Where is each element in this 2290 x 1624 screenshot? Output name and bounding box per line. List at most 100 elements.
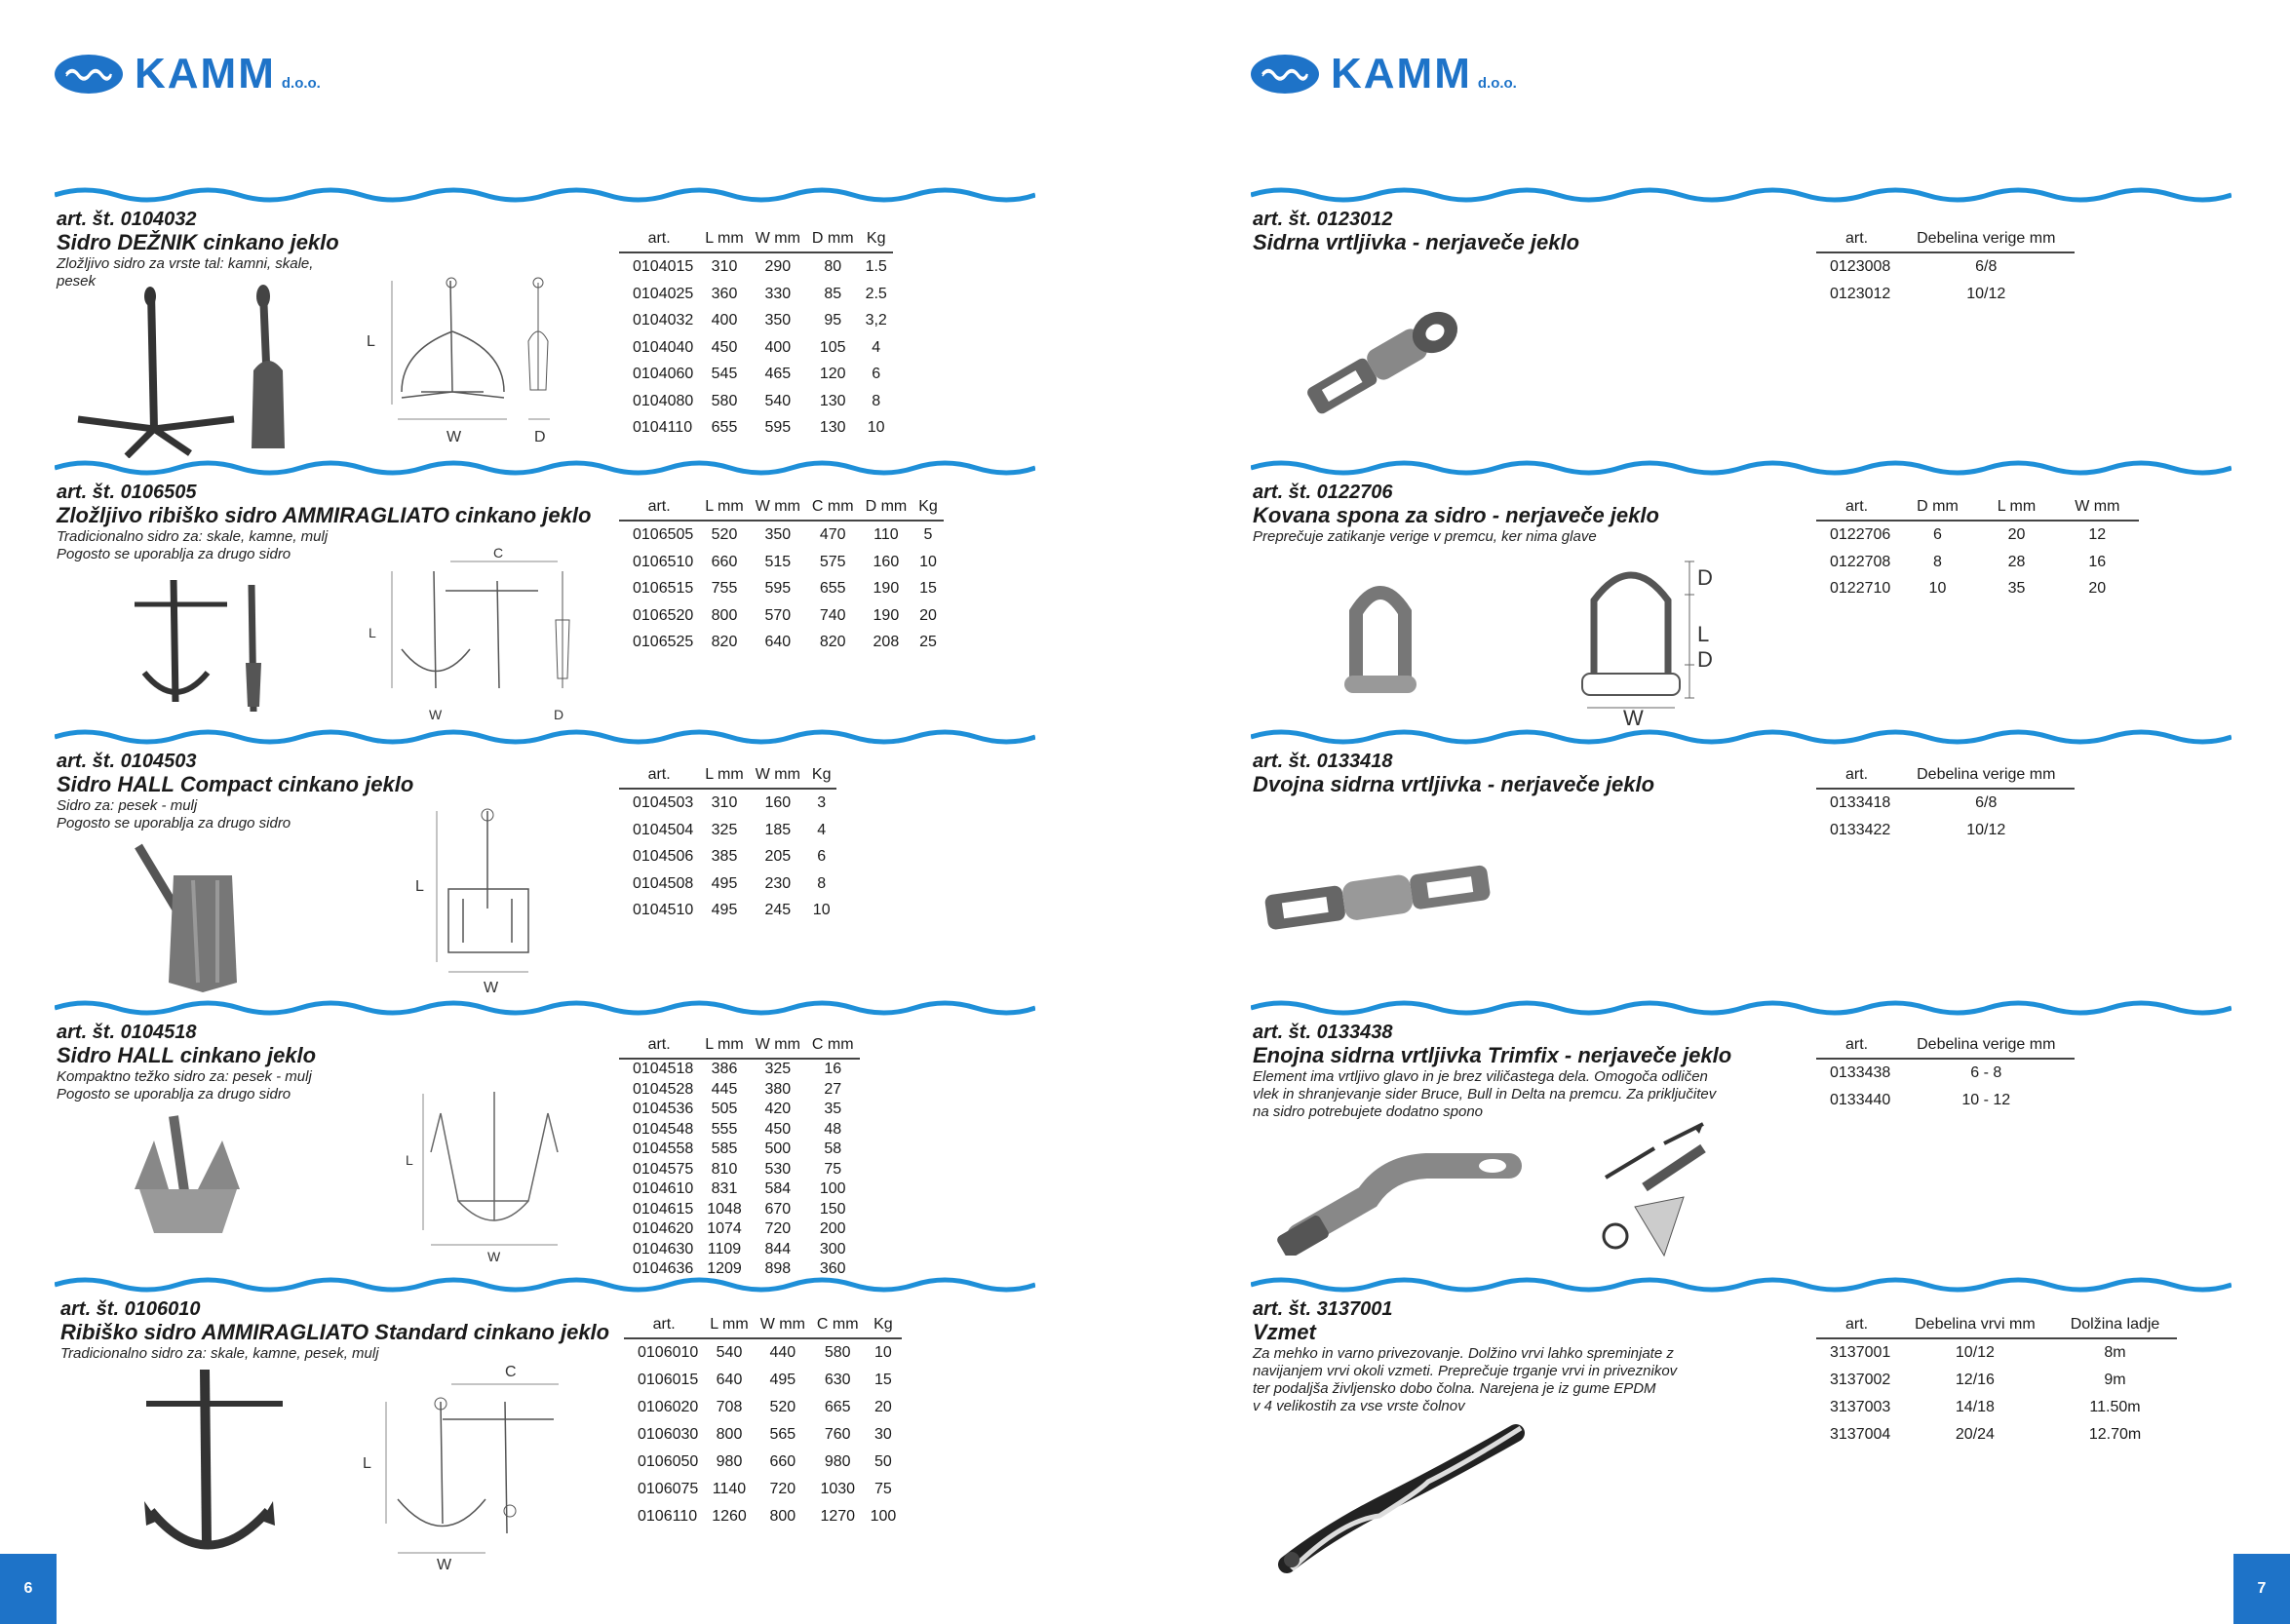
col-header: L mm	[699, 230, 750, 253]
product-0104518: art. št. 0104518 Sidro HALL cinkano jekl…	[57, 1022, 316, 1103]
svg-text:D: D	[1697, 647, 1713, 672]
section-divider-wave	[55, 1000, 1035, 1016]
product-description: ter podaljša življensko dobo čolna. Nare…	[1253, 1380, 1656, 1397]
col-header: art.	[619, 230, 700, 253]
spec-table-3137001: art. Debelina vrvi mm Dolžina ladje 3137…	[1816, 1316, 2178, 1449]
col-header: Kg	[859, 230, 893, 253]
product-0104503: art. št. 0104503 Sidro HALL Compact cink…	[57, 751, 413, 832]
brand-name: KAMM	[1331, 50, 1472, 97]
section-divider-wave	[1251, 187, 2232, 203]
trimfix-swivel-photo	[1277, 1153, 1522, 1256]
svg-text:W: W	[1623, 706, 1644, 727]
anchor-swivel-photo	[1307, 311, 1458, 414]
folding-admiralty-anchor-drawing: C L W D	[369, 545, 570, 722]
umbrella-anchor-photo	[77, 285, 285, 458]
section-divider-wave	[1251, 1277, 2232, 1293]
right-page: KAMM d.o.o. art. št. 0123012 Sidrna vrtl…	[1145, 0, 2290, 1624]
dim-D: D	[534, 429, 546, 445]
trimfix-usage-diagram	[1602, 1122, 1706, 1257]
product-0106505: art. št. 0106505 Zložljivo ribiško sidro…	[57, 482, 591, 563]
logo-rope-icon	[1251, 55, 1319, 94]
hall-anchor-photo	[135, 1115, 240, 1233]
hall-anchor-drawing: L W	[406, 1092, 559, 1264]
product-description: Kompaktno težko sidro za: pesek - mulj	[57, 1068, 312, 1085]
article-number: art. št. 0122706	[1253, 482, 1393, 503]
svg-text:W: W	[437, 1557, 452, 1572]
product-0122706: art. št. 0122706 Kovana spona za sidro -…	[1253, 482, 1659, 546]
hall-compact-anchor-drawing: L W	[415, 808, 529, 996]
page-number-right: 7	[2233, 1554, 2290, 1624]
article-number: art. št. 0104032	[57, 209, 197, 230]
admiralty-standard-anchor-drawing: C L W	[363, 1364, 559, 1572]
section-divider-wave	[55, 729, 1035, 745]
svg-text:D: D	[1697, 565, 1713, 590]
product-0133438: art. št. 0133438 Enojna sidrna vrtljivka…	[1253, 1022, 1731, 1121]
article-number: art. št. 0123012	[1253, 209, 1393, 230]
svg-text:L: L	[363, 1455, 371, 1472]
section-divider-wave	[1251, 1000, 2232, 1016]
product-description: Pogosto se uporablja za drugo sidro	[57, 815, 291, 831]
svg-text:L: L	[1697, 622, 1709, 646]
svg-text:W: W	[429, 707, 443, 722]
product-description: Za mehko in varno privezovanje. Dolžino …	[1253, 1345, 1674, 1362]
section-divider-wave	[55, 460, 1035, 476]
product-description: Pogosto se uporablja za drugo sidro	[57, 546, 291, 562]
product-title: Sidro DEŽNIK cinkano jeklo	[57, 230, 339, 254]
product-description: Zložljivo sidro za vrste tal: kamni, ska…	[57, 255, 314, 272]
product-description: na sidro potrebujete dodatno spono	[1253, 1103, 1484, 1120]
double-anchor-swivel-photo	[1264, 865, 1491, 930]
brand-name: KAMM	[135, 50, 276, 97]
anchor-shackle-drawing: D L D W	[1581, 561, 1713, 727]
product-title: Dvojna sidrna vrtljivka - nerjaveče jekl…	[1253, 772, 1655, 796]
folding-admiralty-anchor-photo	[135, 579, 261, 713]
product-description: Element ima vrtljivo glavo in je brez vi…	[1253, 1068, 1708, 1085]
product-title: Sidro HALL cinkano jeklo	[57, 1043, 317, 1067]
product-3137001: art. št. 3137001 Vzmet Za mehko in varno…	[1253, 1298, 1677, 1415]
product-description: pesek	[57, 273, 97, 290]
left-page: KAMM d.o.o. art. št. 0104032 Sidro DEŽNI…	[0, 50, 1035, 1624]
dim-L: L	[367, 333, 375, 350]
anchor-shackle-photo	[1344, 586, 1417, 693]
brand-suffix: d.o.o.	[1477, 75, 1517, 92]
product-description: Tradicionalno sidro za: skale, kamne, mu…	[57, 528, 329, 545]
col-header: D mm	[805, 230, 860, 253]
svg-text:C: C	[505, 1364, 517, 1380]
product-0123012: art. št. 0123012 Sidrna vrtljivka - nerj…	[1253, 209, 1579, 255]
article-number: art. št. 0133418	[1253, 751, 1393, 772]
